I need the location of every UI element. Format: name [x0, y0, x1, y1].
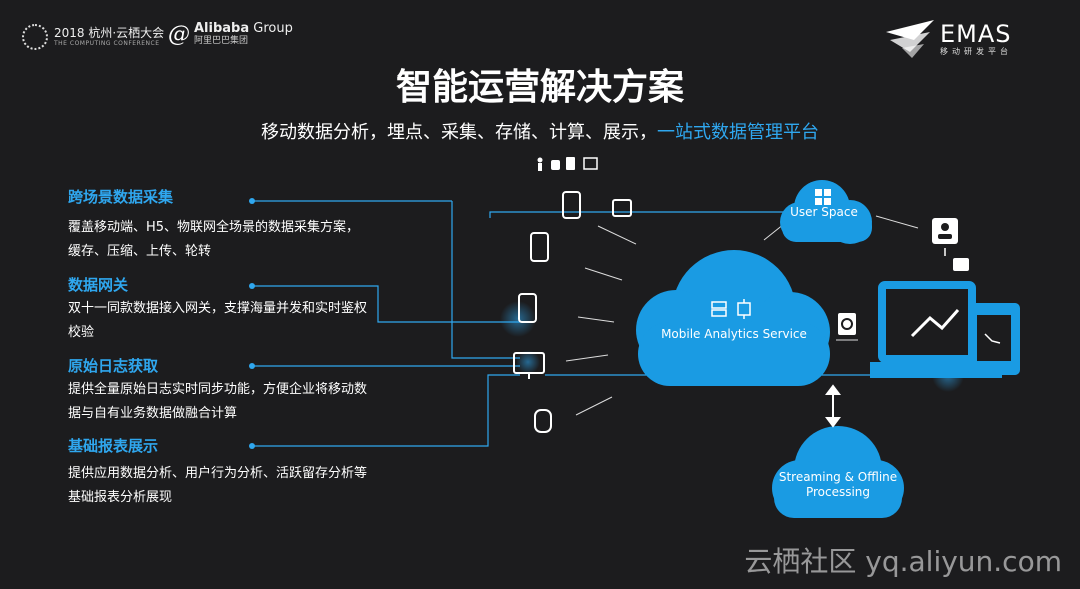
streaming-cloud [772, 426, 904, 518]
feature-connectors [252, 200, 890, 447]
feature-desc-raw-logs: 提供全量原始日志实时同步功能，方便企业将移动数据与自有业务数据做融合计算 [68, 382, 368, 421]
feature-title-reports: 基础报表展示 [68, 437, 159, 455]
emas-logo: EMAS 移动研发平台 [884, 18, 1012, 60]
feature-title-raw-logs: 原始日志获取 [68, 357, 159, 375]
conference-subtitle: THE COMPUTING CONFERENCE [54, 39, 160, 47]
apps-grid-icon [815, 189, 831, 205]
device-icons [513, 191, 632, 433]
chip-icon [737, 299, 751, 319]
alibaba-brand: Alibaba [194, 21, 250, 36]
server-icon [711, 301, 727, 317]
alibaba-logo: @ Alibaba Group 阿里巴巴集团 [168, 21, 293, 48]
conference-logo: 2018 杭州·云栖大会 THE COMPUTING CONFERENCE [22, 24, 164, 50]
user-space-label: User Space [790, 205, 858, 219]
conference-title: 2018 杭州·云栖大会 [54, 25, 165, 40]
emas-name: EMAS [940, 20, 1012, 48]
feature-bullets [249, 198, 255, 449]
user-space-cloud [780, 180, 872, 244]
emas-wing-icon [886, 20, 934, 58]
streaming-label: Streaming & Offline Processing [778, 470, 898, 499]
mobile-service-cloud [636, 250, 830, 386]
watermark: 云栖社区 yq.aliyun.com [744, 545, 1062, 578]
feature-title-gateway: 数据网关 [68, 276, 129, 294]
subtitle-highlight: 一站式数据管理平台 [657, 122, 819, 143]
dashboard-laptop-icon [870, 281, 1020, 378]
page-title: 智能运营解决方案 [395, 67, 684, 108]
emas-sub: 移动研发平台 [940, 47, 1012, 56]
chat-icon [944, 248, 969, 271]
device-arrows [565, 215, 919, 416]
subtitle-main: 移动数据分析，埋点、采集、存储、计算、展示， [261, 122, 657, 143]
platform-icons [537, 157, 598, 171]
mobile-service-label: Mobile Analytics Service [661, 327, 807, 341]
alibaba-group: Group [253, 21, 293, 36]
alibaba-mark-icon: @ [168, 22, 190, 47]
alibaba-cn: 阿里巴巴集团 [194, 36, 249, 46]
feature-desc-collection: 覆盖移动端、H5、物联网全场景的数据采集方案，缓存、压缩、上传、轮转 [68, 220, 360, 259]
bidirectional-arrow-icon [825, 384, 841, 428]
conference-mark-icon [22, 24, 48, 50]
page-subtitle: 移动数据分析，埋点、采集、存储、计算、展示，一站式数据管理平台 [0, 118, 1080, 144]
feature-title-collection: 跨场景数据采集 [68, 188, 174, 206]
feature-desc-gateway: 双十一同款数据接入网关，支撑海量并发和实时鉴权校验 [68, 301, 368, 340]
search-doc-icon [838, 313, 856, 335]
feature-desc-reports: 提供应用数据分析、用户行为分析、活跃留存分析等基础报表分析展现 [68, 466, 368, 505]
user-profile-icon [932, 218, 958, 244]
